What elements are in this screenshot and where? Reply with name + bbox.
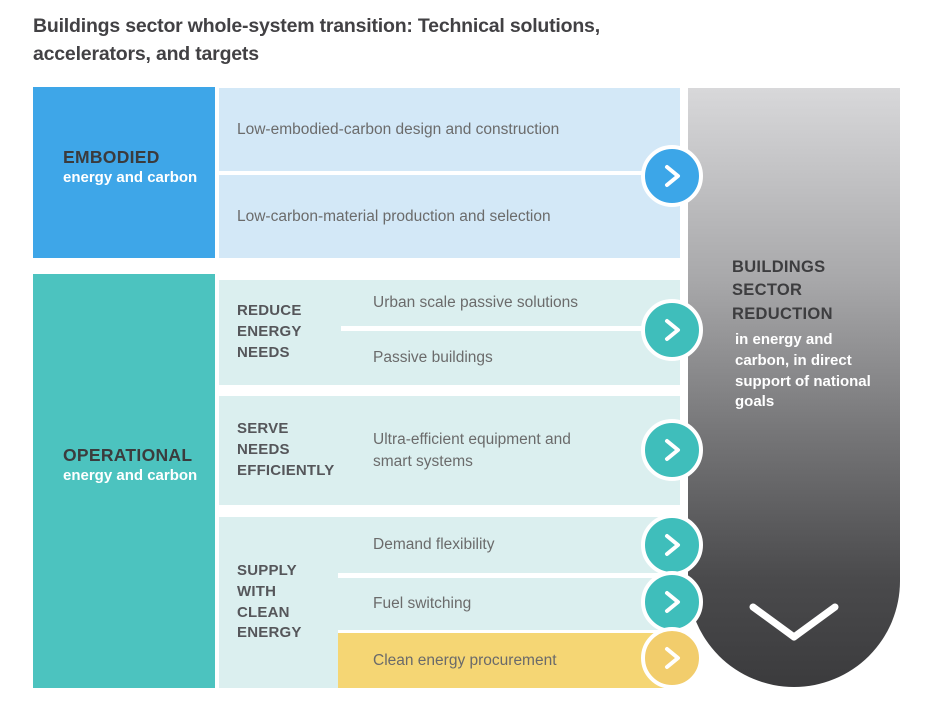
chevron-right-icon	[665, 165, 680, 187]
row-text: Clean energy procurement	[373, 651, 557, 669]
row-text: Fuel switching	[373, 595, 472, 612]
chevron-right-icon	[665, 591, 680, 613]
target-heading: BUILDINGS SECTOR REDUCTION	[732, 258, 833, 323]
operational-block-label: OPERATIONAL energy and carbon	[63, 445, 215, 484]
chevron-right-icon	[665, 647, 680, 669]
target-text-block: BUILDINGS SECTOR REDUCTION in energy and…	[732, 256, 877, 413]
fuel-switching-arrow-badge	[641, 571, 703, 633]
group-label-supply-clean-energy: SUPPLY WITH CLEAN ENERGY	[237, 562, 302, 642]
subrow-ultra-efficient-equipment: Ultra-efficient equipment and smart syst…	[373, 396, 573, 505]
operational-sublabel: energy and carbon	[63, 466, 198, 484]
row-text: Urban scale passive solutions	[373, 294, 579, 311]
embodied-row-design-construction: Low-embodied-carbon design and construct…	[219, 88, 680, 171]
subrow-urban-passive: Urban scale passive solutions	[341, 280, 680, 326]
embodied-row-material-production: Low-carbon-material production and selec…	[219, 175, 680, 258]
group-label-reduce-energy-needs: REDUCE ENERGY NEEDS	[237, 302, 302, 361]
chevron-right-icon	[665, 319, 680, 341]
row-text: Demand flexibility	[373, 536, 495, 553]
subrow-clean-energy-procurement-highlight: Clean energy procurement	[338, 633, 680, 688]
divider	[341, 326, 680, 331]
subrow-passive-buildings: Passive buildings	[341, 331, 680, 385]
chevron-down-icon	[749, 603, 839, 641]
page-title: Buildings sector whole-system transition…	[33, 15, 600, 65]
reduce-energy-arrow-badge	[641, 299, 703, 361]
embodied-block-label: EMBODIED energy and carbon	[63, 147, 215, 186]
row-text: Low-embodied-carbon design and construct…	[237, 120, 560, 138]
row-text: Low-carbon-material production and selec…	[237, 207, 551, 225]
row-text: Passive buildings	[373, 349, 493, 366]
operational-label: OPERATIONAL	[63, 444, 193, 465]
target-body: in energy and carbon, in direct support …	[735, 331, 871, 411]
demand-flexibility-arrow-badge	[641, 514, 703, 576]
clean-energy-arrow-badge	[641, 627, 703, 689]
subrow-fuel-switching: Fuel switching	[338, 578, 680, 630]
serve-needs-arrow-badge	[641, 419, 703, 481]
divider	[338, 630, 680, 633]
chevron-right-icon	[665, 534, 680, 556]
buildings-sector-reduction-column: BUILDINGS SECTOR REDUCTION in energy and…	[688, 88, 900, 687]
embodied-block: EMBODIED energy and carbon	[33, 87, 215, 258]
group-label-serve-needs-efficiently: SERVE NEEDS EFFICIENTLY	[237, 420, 335, 479]
subrow-demand-flexibility: Demand flexibility	[338, 517, 680, 573]
panel-supply-clean-energy: SUPPLY WITH CLEAN ENERGY Demand flexibil…	[219, 517, 680, 688]
embodied-sublabel: energy and carbon	[63, 169, 198, 186]
panel-reduce-energy-needs: REDUCE ENERGY NEEDS Urban scale passive …	[219, 280, 680, 385]
panel-serve-needs-efficiently: SERVE NEEDS EFFICIENTLY Ultra-efficient …	[219, 396, 680, 505]
embodied-arrow-badge	[641, 145, 703, 207]
divider	[338, 573, 680, 578]
operational-block: OPERATIONAL energy and carbon	[33, 274, 215, 688]
chevron-right-icon	[665, 439, 680, 461]
row-text: Ultra-efficient equipment and smart syst…	[373, 430, 571, 470]
embodied-label: EMBODIED	[63, 147, 160, 167]
